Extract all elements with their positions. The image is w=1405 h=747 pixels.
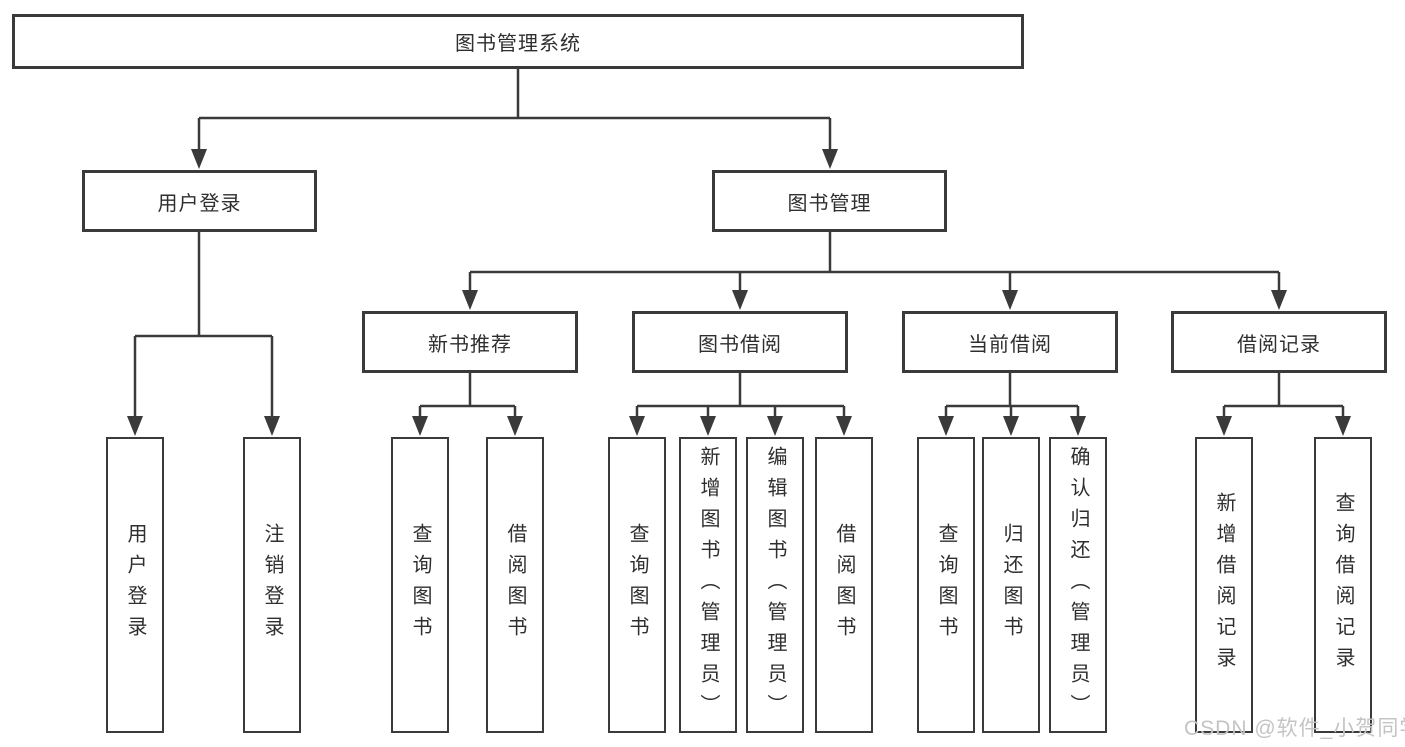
node-borrow-records: 借阅记录 (1171, 311, 1387, 373)
leaf-query-books-1: 查询图书 (391, 437, 449, 733)
leaf-query-borrow-record-label: 查询借阅记录 (1332, 492, 1354, 678)
leaf-query-books-1-label: 查询图书 (409, 523, 431, 647)
node-book-borrow-label: 图书借阅 (698, 333, 782, 356)
node-current-borrow-label: 当前借阅 (968, 333, 1052, 356)
leaf-edit-book-admin-label: 编辑图书（管理员） (764, 445, 786, 725)
leaf-borrow-books-2: 借阅图书 (815, 437, 873, 733)
node-new-book-recommend: 新书推荐 (362, 311, 578, 373)
leaf-user-login-label: 用户登录 (124, 523, 146, 647)
leaf-query-books-3: 查询图书 (917, 437, 975, 733)
node-book-management-label: 图书管理 (787, 192, 872, 215)
leaf-query-books-2: 查询图书 (608, 437, 666, 733)
leaf-return-book-label: 归还图书 (1000, 523, 1022, 647)
node-user-login: 用户登录 (82, 170, 317, 232)
connector-user-login-to-leaves (127, 232, 280, 436)
connector-book-borrow-to-leaves (629, 373, 852, 436)
leaf-borrow-books-1: 借阅图书 (486, 437, 544, 733)
node-user-login-label: 用户登录 (157, 192, 242, 215)
leaf-query-books-2-label: 查询图书 (626, 523, 648, 647)
leaf-user-login: 用户登录 (106, 437, 164, 733)
leaf-add-borrow-record: 新增借阅记录 (1195, 437, 1253, 733)
connector-book-mgmt-to-level3 (462, 232, 1287, 310)
node-book-management: 图书管理 (712, 170, 947, 232)
node-root: 图书管理系统 (12, 14, 1024, 69)
leaf-add-book-admin: 新增图书（管理员） (679, 437, 737, 733)
leaf-return-book: 归还图书 (982, 437, 1040, 733)
leaf-confirm-return-admin-label: 确认归还（管理员） (1067, 445, 1089, 725)
leaf-borrow-books-2-label: 借阅图书 (833, 523, 855, 647)
leaf-logout-label: 注销登录 (261, 523, 283, 647)
connector-root-to-level2 (191, 69, 838, 169)
leaf-query-books-3-label: 查询图书 (935, 523, 957, 647)
leaf-edit-book-admin: 编辑图书（管理员） (746, 437, 804, 733)
connector-borrow-records-to-leaves (1216, 373, 1351, 436)
leaf-add-book-admin-label: 新增图书（管理员） (697, 445, 719, 725)
connector-new-book-recommend-to-leaves (412, 373, 523, 436)
node-new-book-recommend-label: 新书推荐 (428, 333, 512, 356)
node-borrow-records-label: 借阅记录 (1237, 333, 1321, 356)
node-current-borrow: 当前借阅 (902, 311, 1118, 373)
leaf-borrow-books-1-label: 借阅图书 (504, 523, 526, 647)
connector-current-borrow-to-leaves (938, 373, 1086, 436)
node-book-borrow: 图书借阅 (632, 311, 848, 373)
leaf-query-borrow-record: 查询借阅记录 (1314, 437, 1372, 733)
leaf-confirm-return-admin: 确认归还（管理员） (1049, 437, 1107, 733)
node-root-label: 图书管理系统 (455, 33, 581, 55)
leaf-logout: 注销登录 (243, 437, 301, 733)
watermark: CSDN @软件_小贺同学 (1184, 717, 1405, 740)
leaf-add-borrow-record-label: 新增借阅记录 (1213, 492, 1235, 678)
